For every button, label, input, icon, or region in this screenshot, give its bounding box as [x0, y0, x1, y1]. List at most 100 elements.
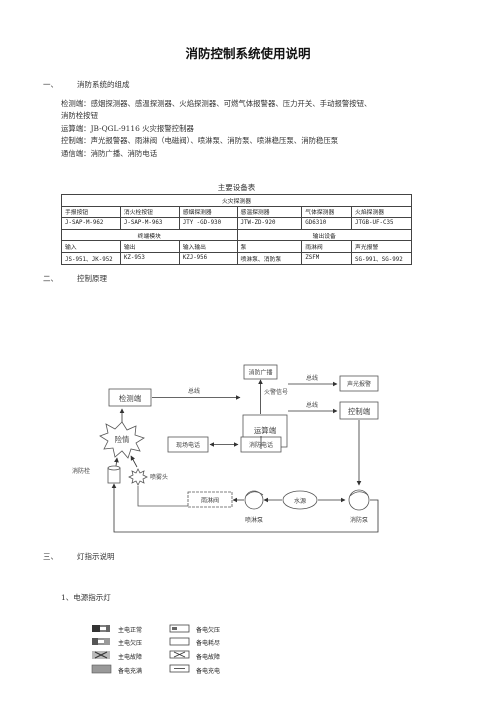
- fire-pump-icon: [348, 489, 370, 511]
- spray-pump-label: 喷淋泵: [245, 516, 263, 524]
- table-cell: 输入: [61, 240, 121, 253]
- alarm-signal-label: 火警信号: [264, 388, 288, 396]
- legend-label: 备电故障: [196, 654, 221, 661]
- section-2-heading: 二、 控制原理: [43, 273, 107, 284]
- legend-label: 备电欠压: [196, 627, 221, 634]
- legend-label: 主电欠压: [118, 640, 143, 647]
- table-cell: 输出: [119, 240, 180, 253]
- para-line-control: 控制端：声光报警器、雨淋阀（电磁阀）、喷淋泵、消防泵、喷淋稳压泵、消防稳压泵: [61, 136, 339, 146]
- table-row: 输入 输出 输入输出 泵 雨淋阀 声光报警: [61, 240, 412, 253]
- table-cell: ZSFM: [301, 251, 353, 265]
- table-cell: 火焰探测器: [351, 205, 412, 219]
- spray-pump-arc: [245, 491, 264, 497]
- table-cell: 声光报警: [351, 240, 412, 253]
- table-cell: JTGB-UF-C35: [351, 217, 412, 230]
- legend-label: 备电充电: [196, 668, 221, 675]
- section-1-heading: 一、 消防系统的组成: [43, 79, 130, 90]
- table-row: 手报按钮 消火栓按钮 感烟探测器 感温探测器 气体探测器 火焰探测器: [61, 205, 412, 219]
- para-line-compute: 运算端：JB-QGL-9116 火灾报警控制器: [61, 123, 194, 133]
- table-cell: 雨淋阀: [301, 240, 353, 253]
- site-phone-label: 现场电话: [176, 441, 200, 449]
- legend-label: 备电耗尽: [196, 640, 221, 647]
- power-legend: [91, 624, 190, 674]
- fire-pump-label: 消防泵: [350, 516, 368, 524]
- pipe-loop: [111, 483, 379, 533]
- table-row: 火灾探测器: [61, 194, 412, 207]
- hydrant-label: 消防栓: [72, 467, 90, 475]
- section-3-title: 灯指示说明: [77, 552, 115, 561]
- section-2-title: 控制原理: [77, 274, 107, 283]
- arrow-hydrant: [114, 457, 119, 467]
- spray-pump-icon: [244, 490, 264, 510]
- broadcast-label: 消防广播: [248, 369, 272, 377]
- table-cell: J-SAP-M-962: [61, 217, 121, 230]
- battery-depleted-icon: [169, 637, 190, 646]
- table-header-detectors: 火灾探测器: [61, 194, 412, 207]
- table-cell: GD6310: [301, 217, 353, 230]
- table-cell: 感烟探测器: [178, 205, 238, 219]
- table-row: JS-951、JK-952 KZ-953 KZJ-956 喷淋泵、消防泵 ZSF…: [61, 251, 412, 265]
- section-3-number: 三、: [43, 552, 58, 561]
- table-cell: SG-991、SG-992: [351, 251, 412, 265]
- sound-alarm-box: [339, 375, 379, 392]
- water-source-icon: [282, 490, 318, 510]
- table-cell: 手报按钮: [61, 205, 121, 219]
- fire-pump-arc: [349, 491, 369, 497]
- site-phone-box: [167, 436, 209, 453]
- para-line-detect-cont: 消防栓按钮: [61, 111, 98, 121]
- legend-label: 主电故障: [118, 654, 143, 661]
- subsection-power-lights: 1、电源指示灯: [61, 593, 111, 602]
- main-power-low-icon: [92, 638, 110, 645]
- para-line-detect: 检测端：感烟探测器、感温探测器、火焰探测器、可燃气体报警器、压力开关、手动报警按…: [61, 99, 372, 108]
- para-line-comm: 通信端：消防广播、消防电话: [61, 148, 158, 158]
- battery-charging-icon: [169, 664, 190, 673]
- table-group-output: 输出设备: [236, 228, 413, 242]
- table-cell: 喷淋泵、消防泵: [236, 251, 303, 265]
- table-cell: 输入输出: [178, 240, 238, 253]
- table-row: J-SAP-M-962 J-SAP-M-963 JTY -GD-930 JTW-…: [61, 217, 412, 230]
- section-2-number: 二、: [43, 274, 58, 283]
- water-source-label: 水源: [294, 497, 306, 505]
- control-box: [339, 401, 379, 420]
- detect-box: [108, 388, 152, 407]
- sound-alarm-label: 声光报警: [347, 380, 371, 388]
- broadcast-box: [243, 364, 278, 380]
- sprinkler-head-label: 喷雾头: [150, 473, 168, 481]
- control-diagram: 消防广播 火警信号 运算端 检测端 总线 总线 声光报警 总线 控制端 险情 现…: [72, 364, 379, 533]
- legend-label: 主电正常: [118, 627, 143, 634]
- pipe-sprinkler: [137, 486, 188, 507]
- detect-label: 检测端: [119, 394, 142, 403]
- bus-label-1: 总线: [188, 387, 200, 395]
- bus-label-2: 总线: [306, 374, 318, 382]
- legend-label: 备电充满: [118, 668, 143, 675]
- sprinkler-head-icon: [128, 468, 148, 486]
- table-cell: JTW-ZD-920: [236, 217, 303, 230]
- control-label: 控制端: [348, 407, 371, 416]
- section-1-title: 消防系统的组成: [77, 80, 130, 89]
- table-cell: 感温探测器: [236, 205, 303, 219]
- table-cell: 消火栓按钮: [119, 205, 180, 219]
- table-cell: 泵: [236, 240, 303, 253]
- fire-burst-icon: [99, 421, 145, 459]
- section-1-body: 检测端：感烟探测器、感温探测器、火焰探测器、可燃气体报警器、压力开关、手动报警按…: [61, 98, 461, 160]
- table-cell: J-SAP-M-963: [119, 217, 180, 230]
- table-title: 主要设备表: [217, 183, 256, 192]
- table-cell: JTY -GD-930: [178, 217, 238, 230]
- page-title: 消防控制系统使用说明: [185, 46, 311, 61]
- deluge-valve-label: 雨淋阀: [201, 497, 219, 505]
- battery-full-icon: [91, 664, 112, 674]
- section-1-number: 一、: [43, 80, 58, 89]
- battery-fault-icon: [169, 650, 190, 659]
- section-3-heading: 三、 灯指示说明: [43, 551, 115, 562]
- table-cell: JS-951、JK-952: [61, 251, 121, 265]
- compute-label: 运算端: [254, 426, 277, 435]
- table-cell: KZJ-956: [178, 251, 238, 265]
- main-power-fault-icon: [92, 651, 110, 659]
- table-group-terminal: 终端模块: [61, 228, 238, 242]
- equipment-table: 火灾探测器 手报按钮 消火栓按钮 感烟探测器 感温探测器 气体探测器 火焰探测器…: [61, 194, 413, 265]
- table-cell: 气体探测器: [301, 205, 353, 219]
- hydrant-top-icon: [107, 465, 121, 471]
- bus-label-3: 总线: [306, 401, 318, 409]
- table-cell: KZ-953: [119, 251, 180, 265]
- battery-low-icon: [169, 624, 190, 633]
